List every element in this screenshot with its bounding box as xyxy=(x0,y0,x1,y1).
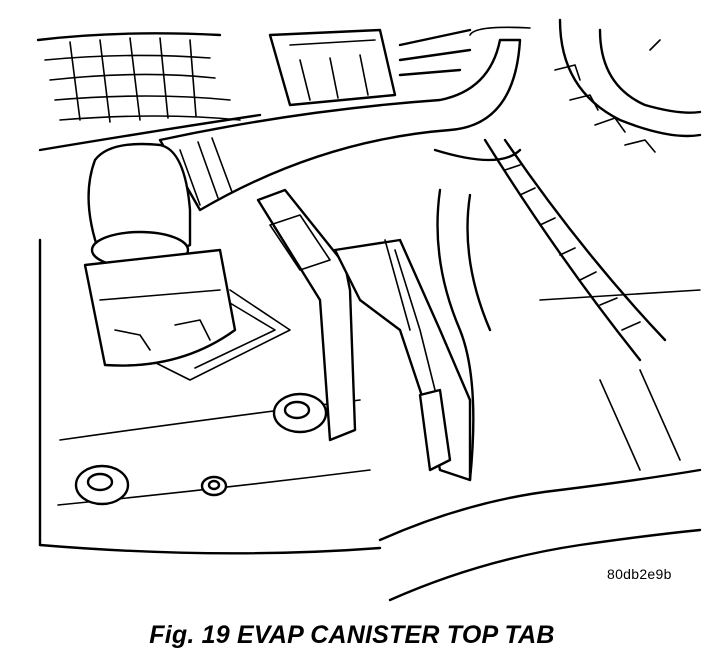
elbow-connector xyxy=(83,142,237,367)
lock-ring xyxy=(554,18,702,153)
canister-top-tab xyxy=(256,188,492,482)
electrical-connector xyxy=(268,28,472,107)
figure-caption: Fig. 19 EVAP CANISTER TOP TAB xyxy=(149,621,555,649)
mounting-grommets xyxy=(74,392,328,506)
vent-hose xyxy=(158,26,531,212)
figure-code: 80db2e9b xyxy=(607,566,672,582)
upper-left-housing xyxy=(36,32,262,152)
lower-right-plate xyxy=(378,289,702,602)
wire-harness xyxy=(433,138,667,362)
